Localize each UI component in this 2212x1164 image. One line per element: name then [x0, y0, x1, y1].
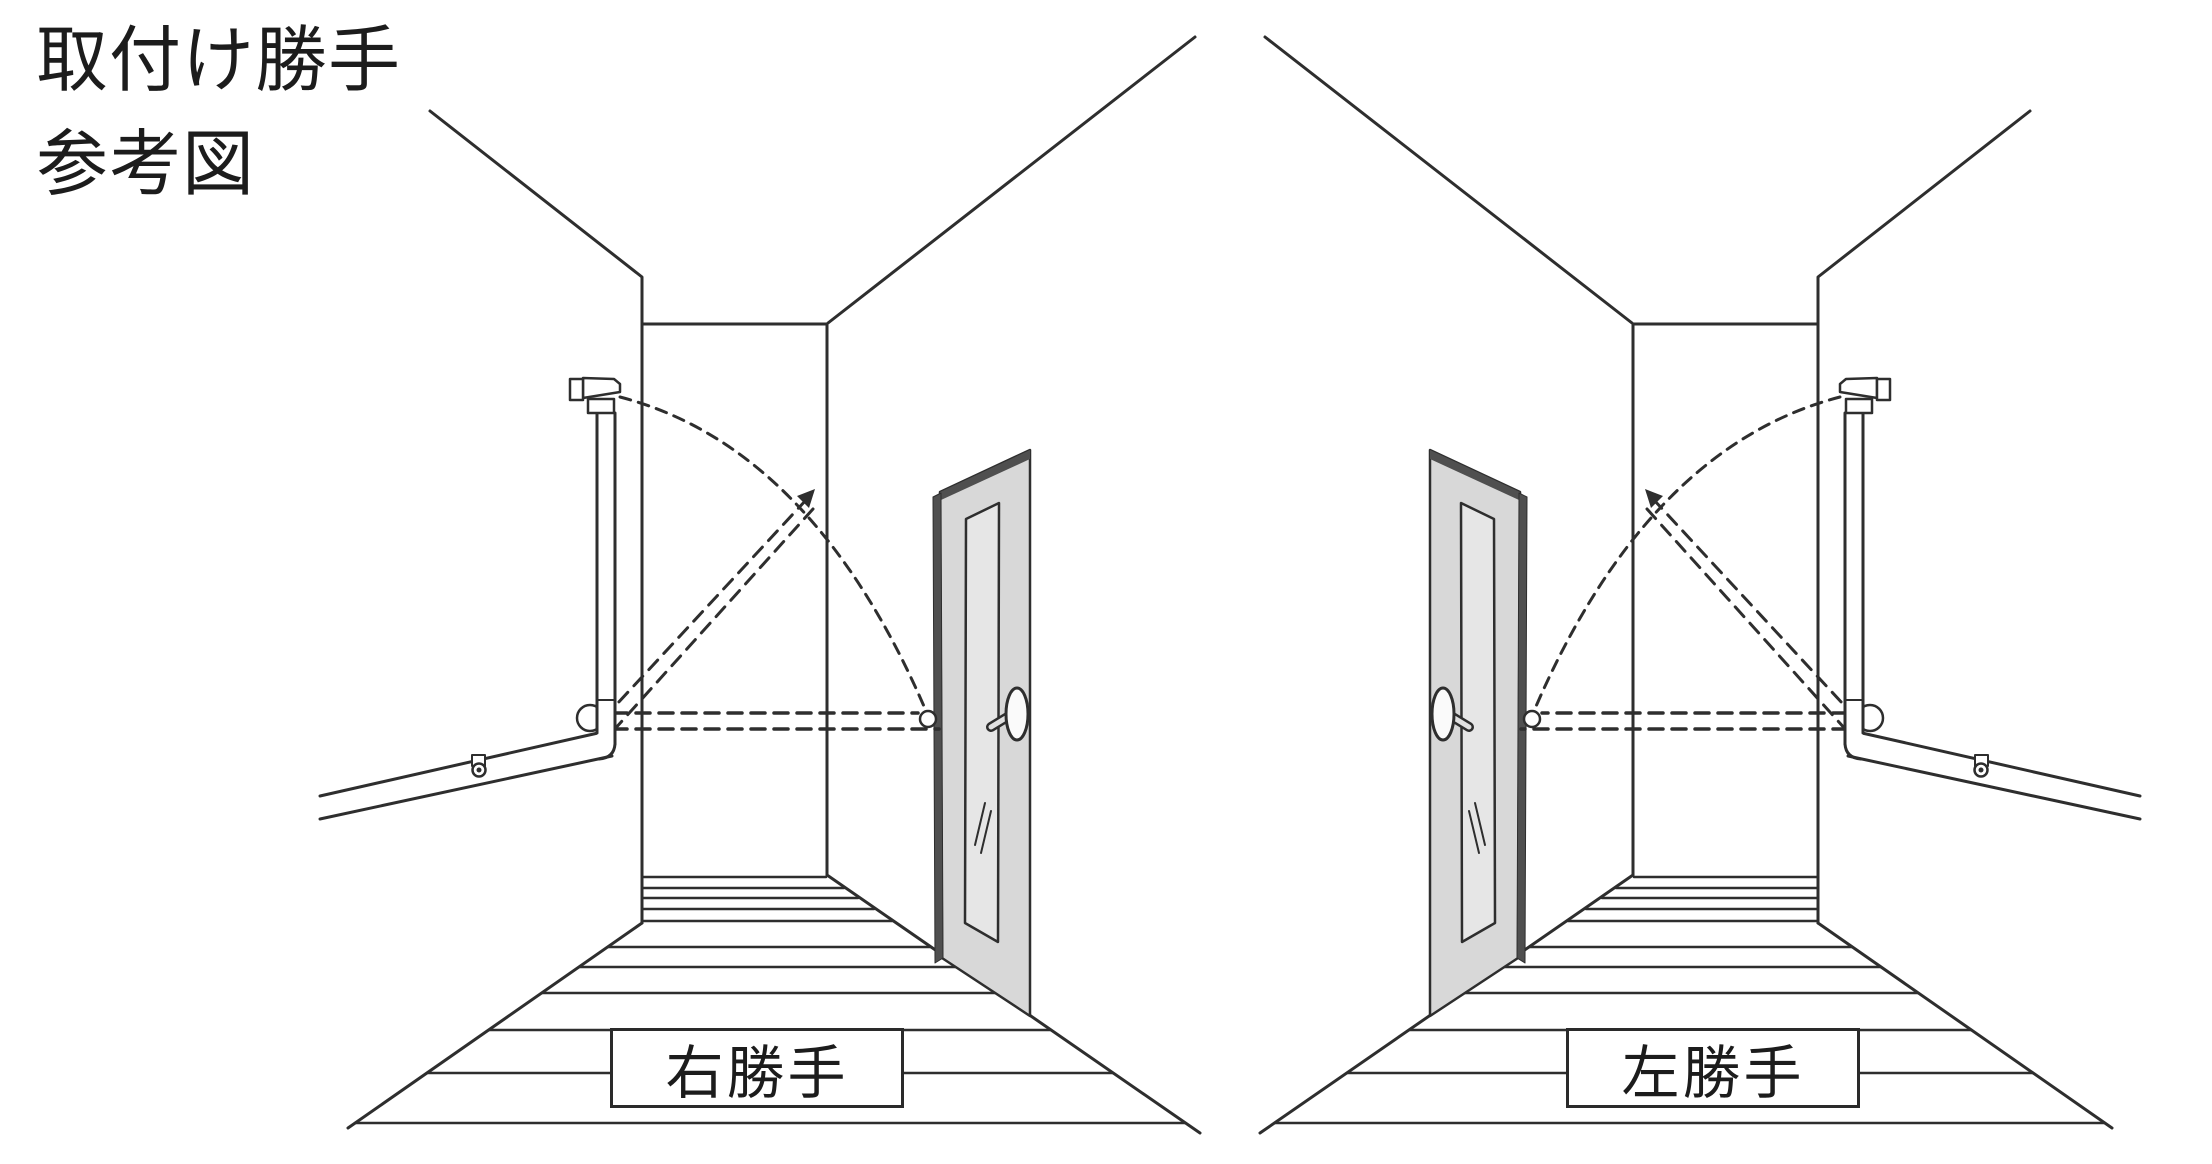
- hallway-drawing-right-hand: [320, 37, 1200, 1133]
- label-left-hand: 左勝手: [1566, 1028, 1860, 1108]
- label-right-hand: 右勝手: [610, 1028, 904, 1108]
- diagram-title-line1: 取付け勝手: [36, 21, 402, 101]
- label-left-hand-text: 左勝手: [1621, 1041, 1805, 1106]
- hallway-drawing-left-hand: [1260, 37, 2140, 1133]
- diagram-title-line2: 参考図: [36, 124, 256, 205]
- label-right-hand-text: 右勝手: [665, 1041, 849, 1106]
- diagram-title: 取付け勝手参考図: [36, 10, 401, 217]
